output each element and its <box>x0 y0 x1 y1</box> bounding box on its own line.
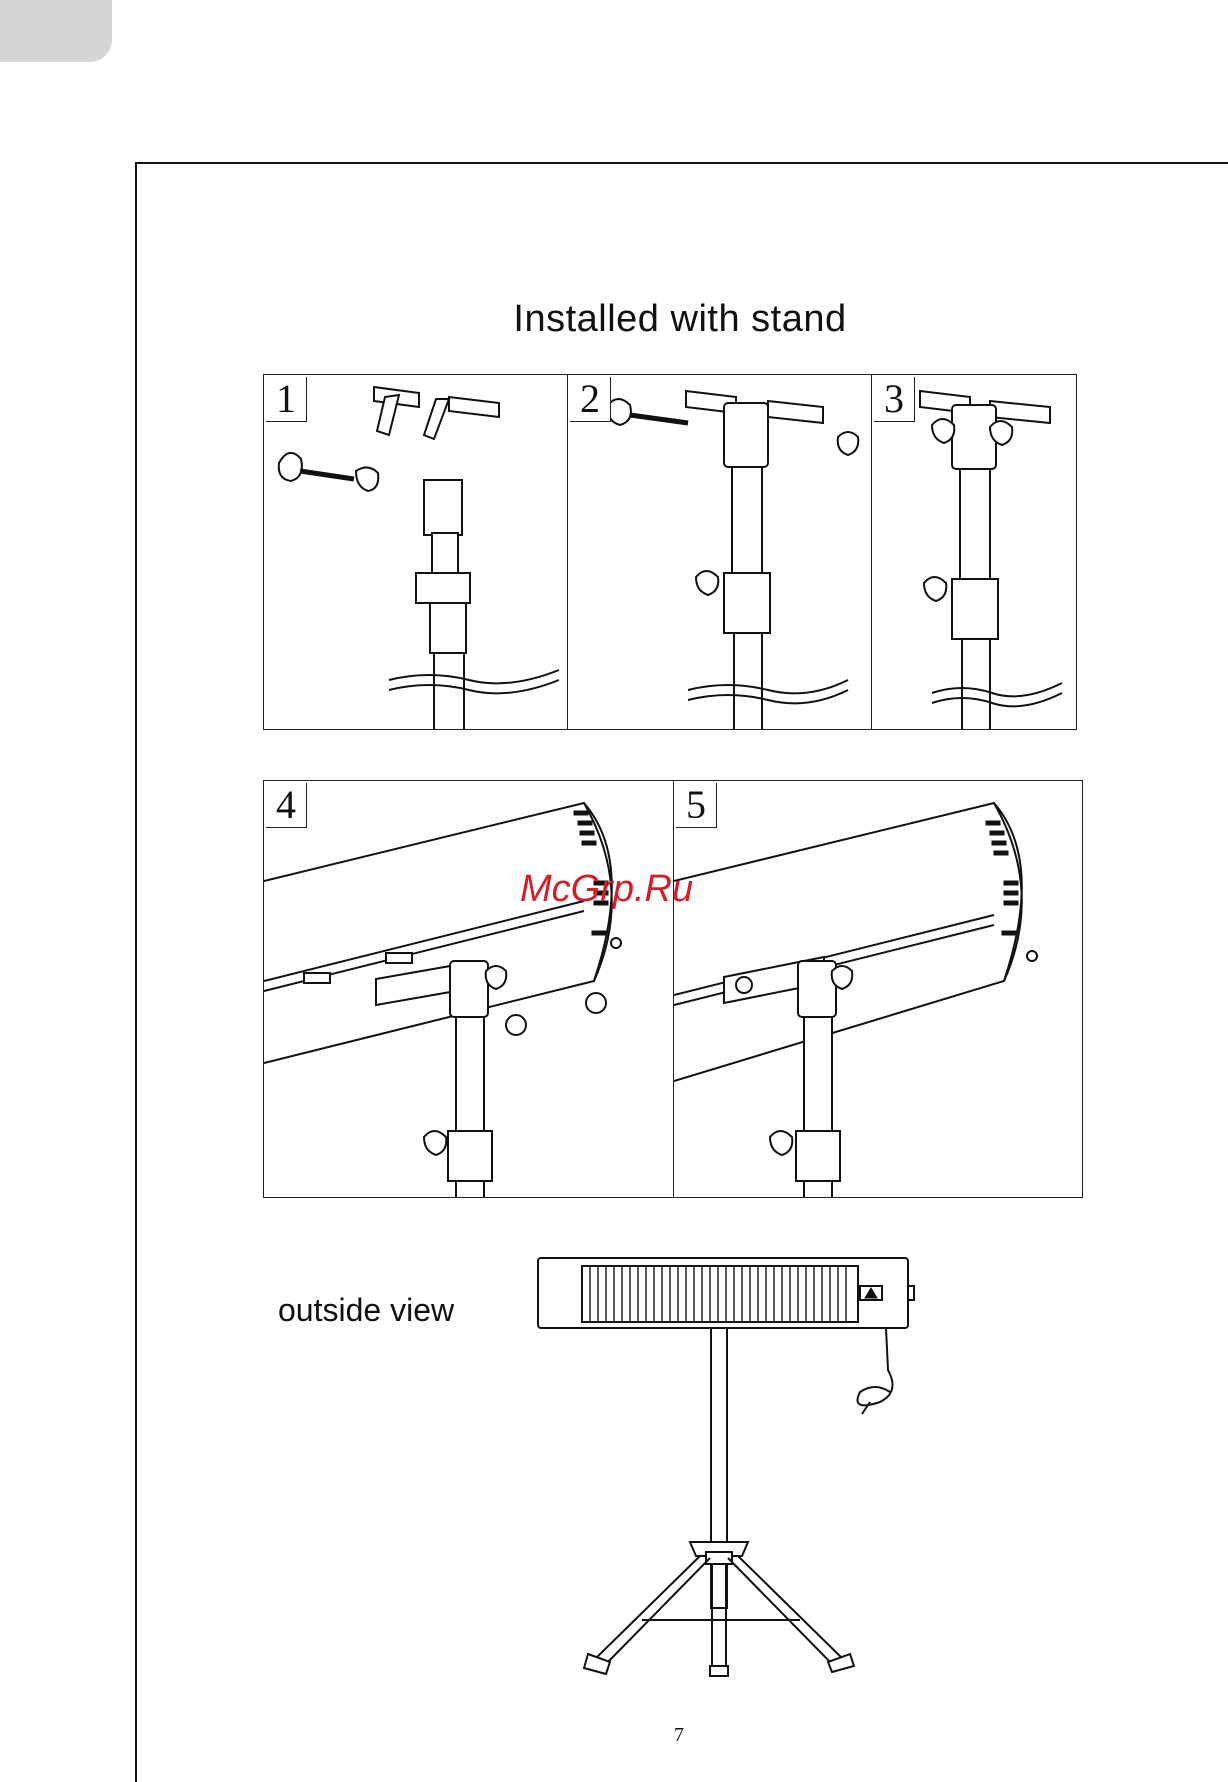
heater-outside-view-illustration <box>530 1252 930 1682</box>
step-1-illustration <box>264 375 569 730</box>
step-panel-5: 5 <box>673 780 1083 1198</box>
step-2-illustration <box>568 375 873 730</box>
step-panel-2: 2 <box>567 374 873 730</box>
outside-view-label: outside view <box>278 1292 454 1329</box>
step-number: 3 <box>874 377 915 422</box>
page-tab-marker <box>0 0 112 62</box>
step-panel-3: 3 <box>871 374 1077 730</box>
step-3-illustration <box>872 375 1077 730</box>
step-panel-1: 1 <box>263 374 569 730</box>
page-number: 7 <box>674 1724 684 1747</box>
step-4-illustration <box>264 781 675 1198</box>
step-panel-4: 4 <box>263 780 675 1198</box>
step-number: 1 <box>266 377 307 422</box>
watermark-text: McGrp.Ru <box>520 868 693 911</box>
step-number: 4 <box>266 783 307 828</box>
step-number: 2 <box>570 377 611 422</box>
step-number: 5 <box>676 783 717 828</box>
section-title: Installed with stand <box>420 298 940 341</box>
step-5-illustration <box>674 781 1083 1198</box>
